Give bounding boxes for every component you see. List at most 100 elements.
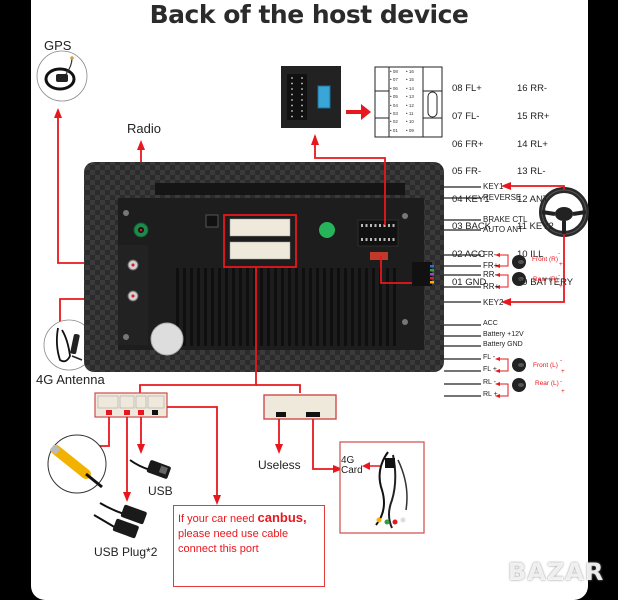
heatsink-fin [330, 268, 333, 346]
speaker-cone [518, 383, 524, 387]
wire-label-fr-minus: FR- [483, 250, 497, 259]
pin-label: 13 RL- [517, 166, 546, 178]
heatsink-fin [274, 268, 277, 346]
canbus-note-line3: connect this port [178, 543, 259, 555]
fuse-pin [301, 99, 303, 101]
pinout-right-column: 16 RR- 15 RR+ 14 RL+ 13 RL- 12 ANT 11 KE… [517, 66, 573, 296]
harness-pin [379, 224, 381, 227]
speaker-bracket [496, 274, 509, 288]
canbus-note: If your car need canbus, please need use… [178, 510, 307, 555]
bottom-left-connector [94, 392, 168, 418]
optical-port [205, 214, 219, 228]
polarity-plus: + [561, 368, 565, 375]
wire-label-key1: KEY1 [483, 182, 504, 191]
connector-pin-number: • 05 [390, 94, 398, 100]
pin-label: 03 BACK [452, 221, 492, 233]
wire-label-fl-plus: FL + [483, 366, 497, 373]
wire-label-brake-ctl: BRAKE CTL [483, 215, 528, 224]
speaker-label-rear-l: Rear (L) [535, 380, 559, 387]
card-4g-label: 4G Card [341, 456, 363, 476]
heatsink-fin [225, 268, 228, 346]
qc-sticker [319, 222, 335, 238]
fuse-pin [301, 82, 303, 85]
pin-label: 11 KEY2 [517, 221, 554, 233]
heatsink-fin [267, 268, 270, 346]
connector-pin-number: • 03 [390, 111, 398, 117]
arrow-left-icon [495, 273, 500, 277]
fuse-pin [291, 93, 293, 96]
wire-label-battery-12v: Battery +12V [483, 331, 524, 338]
connector-pin-number: • 06 [390, 85, 398, 91]
polarity-minus: - [558, 250, 561, 257]
speaker-bracket [496, 358, 509, 372]
heatsink-fin [386, 268, 389, 346]
arrow-left-icon [495, 285, 500, 289]
connector-pin-number: • 15 [406, 77, 414, 83]
polarity-minus: - [560, 357, 563, 364]
gps-antenna-icon [36, 50, 88, 102]
gps-port-icon [127, 259, 139, 271]
connector-pin-number: • 08 [390, 69, 398, 74]
wire-label-key2: KEY2 [483, 298, 504, 307]
wire-label-battery-gnd: Battery GND [483, 341, 523, 348]
speaker-cone [518, 363, 524, 367]
connector-pin-number: • 16 [406, 69, 414, 74]
harness-pin [392, 224, 395, 227]
heatsink-fin [323, 268, 326, 346]
speaker-label-rear-r: Rear (R) [533, 276, 558, 283]
polarity-minus: - [560, 378, 563, 385]
card-4g-label-line2: Card [341, 465, 363, 476]
heatsink-fin [183, 268, 186, 346]
side-wire [430, 269, 434, 272]
connector-pin-number: • 13 [406, 94, 414, 100]
heatsink-fin [190, 268, 193, 346]
connector-pin-number: • 10 [406, 119, 414, 125]
harness-pin [370, 224, 372, 227]
heatsink-fin [295, 268, 298, 346]
harness-pin [392, 238, 395, 241]
canbus-note-line2: please need use cable [178, 528, 289, 540]
connector-pin-number: • 09 [406, 127, 414, 133]
fuse-pin [291, 115, 293, 118]
watermark: BAZAR [508, 558, 605, 586]
fuse-pin [291, 104, 293, 107]
heatsink-fin [232, 268, 235, 346]
page-title: Back of the host device [149, 0, 469, 29]
harness-pin [383, 238, 386, 241]
heatsink-fin [176, 268, 179, 346]
pin-label: 02 ACC [452, 249, 485, 261]
heatsink-fin [253, 268, 256, 346]
side-wire [430, 265, 434, 268]
wire-label-acc: ACC [483, 320, 498, 327]
heatsink-fin [211, 268, 214, 346]
harness-pin [361, 238, 363, 241]
canbus-note-box [173, 505, 325, 587]
pin-label: 08 FL+ [452, 83, 482, 95]
side-wire-plug [412, 262, 432, 286]
pinout-left-column: 08 FL+ 07 FL- 06 FR+ 05 FR- 04 KEY1 03 B… [452, 66, 491, 296]
connector-pin-number: • 02 [390, 119, 398, 125]
harness-pin [383, 224, 386, 227]
fuse-pin [301, 115, 303, 118]
pin-label: 12 ANT [517, 193, 549, 205]
gps-label: GPS [44, 38, 72, 53]
connector-pin-number: • 14 [406, 85, 414, 91]
harness-pin [361, 224, 363, 227]
card-4g-box [339, 441, 425, 534]
arrow-left-icon [495, 357, 500, 361]
canbus-note-prefix: If your car need [178, 513, 258, 525]
heatsink-fin [288, 268, 291, 346]
usb-label: USB [148, 484, 173, 498]
fuse-pin [301, 88, 303, 90]
wire-label-rr-plus: RR+ [483, 282, 500, 291]
heatsink-fin [260, 268, 263, 346]
speaker-label-front-r: Front (R) [532, 256, 558, 263]
harness-connector [357, 219, 399, 260]
useless-label: Useless [258, 458, 301, 472]
connector-pin-number: • 04 [390, 102, 398, 108]
rca-connector-icon [47, 434, 107, 494]
polarity-plus: + [561, 388, 565, 395]
pin-label: 09 BATTERY [517, 276, 574, 288]
fuse-pin [301, 93, 303, 96]
